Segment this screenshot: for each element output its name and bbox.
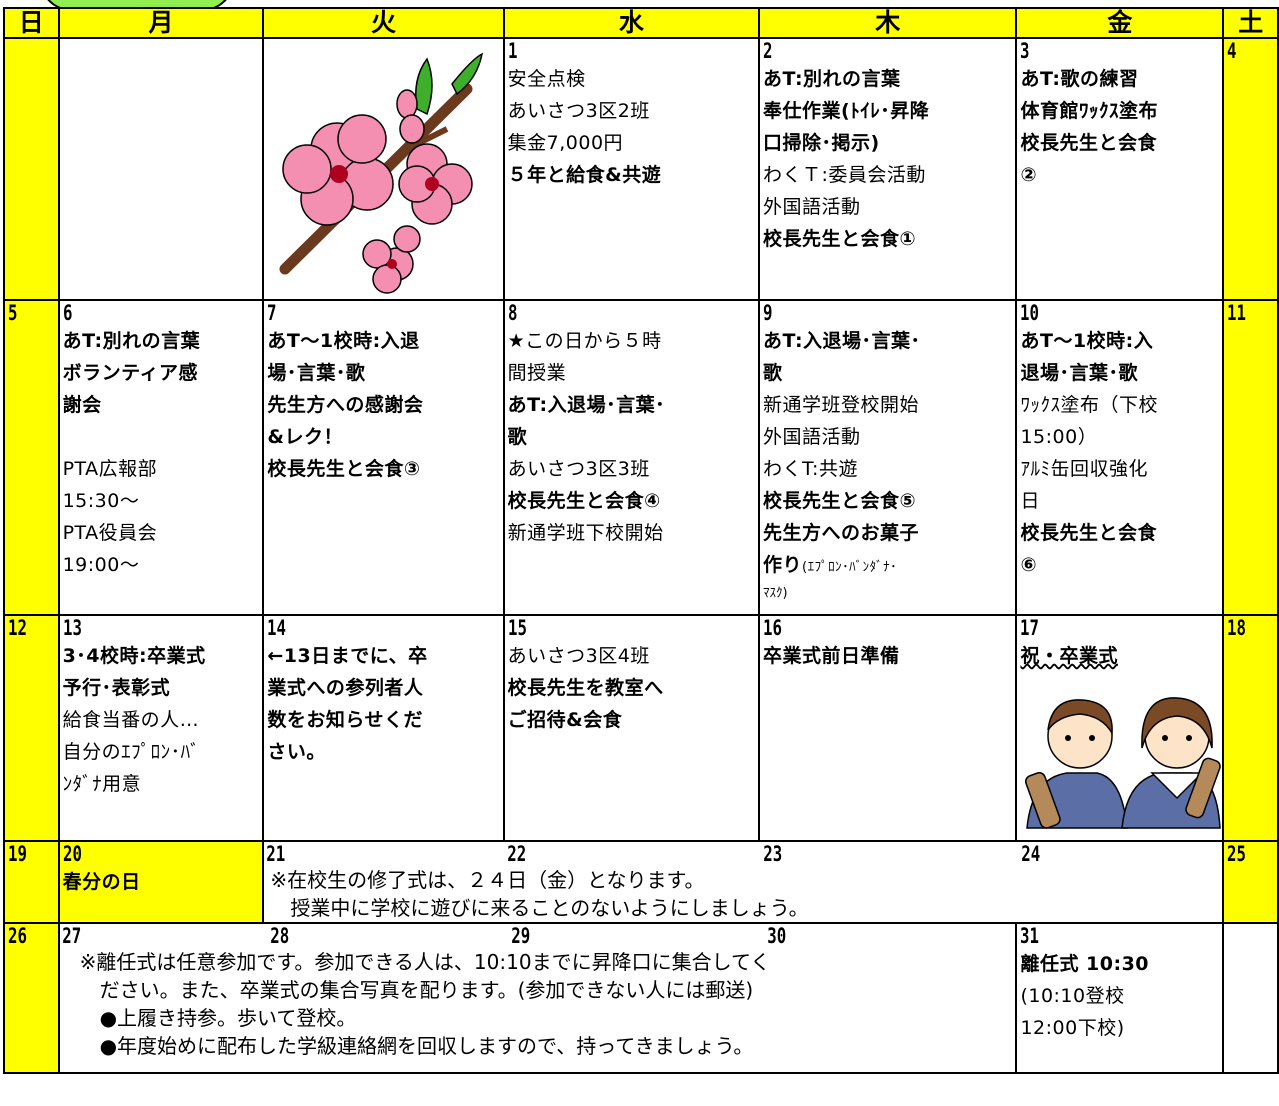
day-cell: 11 bbox=[1222, 299, 1279, 616]
weekday-sun: 日 bbox=[3, 7, 60, 39]
day-cell: 12 bbox=[3, 614, 60, 842]
day-cell: 20 春分の日 bbox=[57, 840, 265, 924]
day-cell bbox=[57, 37, 265, 301]
day-cell: 7 あT〜1校時:入退 場･言葉･歌 先生方への感謝会 &レク！ 校長先生と会食… bbox=[262, 299, 505, 616]
weekday-wed: 水 bbox=[502, 7, 761, 39]
weekday-tue: 火 bbox=[262, 7, 505, 39]
day-cell: 25 bbox=[1222, 840, 1279, 924]
weekday-sat: 土 bbox=[1222, 7, 1279, 39]
notice-cell: 21 22 23 24 ※在校生の修了式は、２４日（金）となります。 授業中に学… bbox=[262, 840, 1225, 924]
weekday-thu: 木 bbox=[758, 7, 1018, 39]
day-cell: 16 卒業式前日準備 bbox=[758, 614, 1018, 842]
calendar-table: 日 月 火 水 木 金 土 bbox=[3, 7, 1279, 1074]
day-cell: 14 ←13日までに、卒 業式への参列者人 数をお知らせくだ さい。 bbox=[262, 614, 505, 842]
week-3: 12 13 3･4校時:卒業式 予行･表彰式 給食当番の人… 自分のｴﾌﾟﾛﾝ･… bbox=[3, 614, 1279, 842]
day-cell: 17 祝・卒業式 bbox=[1015, 614, 1225, 842]
weekday-fri: 金 bbox=[1015, 7, 1225, 39]
day-cell: 5 bbox=[3, 299, 60, 616]
peach-blossom-icon bbox=[279, 52, 484, 294]
day-cell: 26 bbox=[3, 922, 60, 1074]
week-4: 19 20 春分の日 21 22 23 24 ※在校生の修了式は、２４日（金）と… bbox=[3, 840, 1279, 924]
day-cell: 19 bbox=[3, 840, 60, 924]
week-5: 26 27 28 29 30 ※離任式は任意参加です。参加できる人は、10:10… bbox=[3, 922, 1279, 1074]
graduates-illustration-icon bbox=[1025, 697, 1222, 829]
day-cell: 31 離任式 10:30 (10:10登校 12:00下校) bbox=[1015, 922, 1225, 1074]
day-cell bbox=[3, 37, 60, 301]
day-cell bbox=[262, 37, 505, 301]
day-cell: 13 3･4校時:卒業式 予行･表彰式 給食当番の人… 自分のｴﾌﾟﾛﾝ･ﾊﾞ … bbox=[57, 614, 265, 842]
day-cell: 1 安全点検 あいさつ3区2班 集金7,000円 ５年と給食&共遊 bbox=[502, 37, 761, 301]
day-cell: 18 bbox=[1222, 614, 1279, 842]
day-cell: 15 あいさつ3区4班 校長先生を教室へ ご招待&会食 bbox=[502, 614, 761, 842]
weekday-mon: 月 bbox=[57, 7, 265, 39]
day-cell: 9 あT:入退場･言葉･ 歌 新通学班登校開始 外国語活動 わくT:共遊 校長先… bbox=[758, 299, 1018, 616]
day-cell: 4 bbox=[1222, 37, 1279, 301]
week-1: 1 安全点検 あいさつ3区2班 集金7,000円 ５年と給食&共遊 2 あT:別… bbox=[3, 37, 1279, 301]
week-2: 5 6 あT:別れの言葉 ボランティア感 謝会 PTA広報部 15:30〜 PT… bbox=[3, 299, 1279, 616]
day-cell: 2 あT:別れの言葉 奉仕作業(ﾄｲﾚ･昇降 口掃除･掲示) わくＴ:委員会活動… bbox=[758, 37, 1018, 301]
day-cell: 8 ★この日から５時 間授業 あT:入退場･言葉･ 歌 あいさつ3区3班 校長先… bbox=[502, 299, 761, 616]
day-cell: 3 あT:歌の練習 体育館ﾜｯｸｽ塗布 校長先生と会食 ② bbox=[1015, 37, 1225, 301]
day-cell bbox=[1222, 922, 1279, 1074]
notice-cell: 27 28 29 30 ※離任式は任意参加です。参加できる人は、10:10までに… bbox=[57, 922, 1018, 1074]
day-cell: 6 あT:別れの言葉 ボランティア感 謝会 PTA広報部 15:30〜 PTA役… bbox=[57, 299, 265, 616]
day-cell: 10 あT〜1校時:入 退場･言葉･歌 ﾜｯｸｽ塗布（下校 15:00） ｱﾙﾐ… bbox=[1015, 299, 1225, 616]
weekday-header: 日 月 火 水 木 金 土 bbox=[3, 7, 1279, 39]
